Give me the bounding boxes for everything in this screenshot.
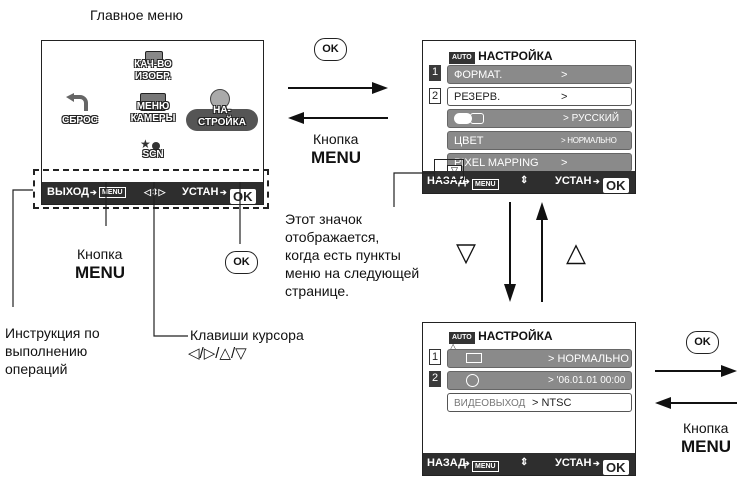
indicator-callout-box (434, 159, 464, 180)
page-tab-1[interactable]: 1 (429, 349, 441, 365)
setup-highlight (186, 109, 258, 131)
setup-row-format[interactable]: ФОРМАТ.> (447, 65, 632, 84)
arrow-icon: ➔ (220, 188, 227, 197)
page-tab-1[interactable]: 1 (429, 65, 441, 81)
scene-icon: ★ (140, 137, 151, 151)
right-arrow-icon (655, 365, 737, 377)
setup-bar-page1: НАЗАД ➔ MENU ⇕ УСТАН ➔ OK (423, 171, 635, 193)
menu-button-label: MENU (311, 148, 362, 167)
menu-button-label: MENU (681, 437, 732, 456)
setup-header: AUTO НАСТРОЙКА (449, 329, 553, 344)
arrow-icon: ➔ (90, 188, 97, 197)
setup-icon (210, 89, 230, 109)
setup-title: НАСТРОЙКА (478, 329, 553, 343)
back-label: НАЗАД (427, 457, 466, 469)
cursor-key-icon: ⇕ (520, 457, 529, 468)
setup-row-backup[interactable]: РЕЗЕРВ.> (447, 87, 632, 106)
setup-screen-page2: AUTO НАСТРОЙКА 1 2 △ > НОРМАЛЬНО > '06.0… (422, 322, 636, 476)
cursor-keys-caption: Клавиши курсора (190, 327, 304, 343)
menu-key-caption: Кнопка (77, 246, 123, 262)
setup-header: AUTO НАСТРОЙКА (449, 49, 553, 64)
setup-row-pixel-mapping[interactable]: PIXEL MAPPING> (447, 153, 632, 172)
setup-row-video-out[interactable]: ВИДЕОВЫХОД> NTSC (447, 393, 632, 412)
setup-row-screen[interactable]: > НОРМАЛЬНО (447, 349, 632, 368)
menu-item-setup[interactable]: НА- СТРОЙКА (198, 105, 246, 128)
language-list-icon (470, 113, 484, 124)
instruction-note: Инструкция по выполнению операций (5, 325, 100, 377)
set-label: УСТАН (555, 175, 592, 187)
main-menu-screen: КАЧ-ВО ИЗОБР. СБРОС МЕНЮ КАМЕРЫ НА- СТРО… (41, 40, 264, 205)
ok-button-icon: OK (686, 331, 719, 354)
setup-title: НАСТРОЙКА (478, 49, 553, 63)
arrow-icon: ➔ (593, 459, 600, 468)
auto-mode-icon: AUTO (449, 52, 475, 64)
arrow-icon: ➔ (463, 459, 470, 468)
left-arrow-icon (288, 112, 388, 124)
exit-label: ВЫХОД (47, 186, 90, 198)
auto-mode-icon: AUTO (449, 332, 475, 344)
clock-icon (466, 374, 479, 387)
menu-button-caption: Кнопка (313, 131, 359, 147)
setup-row-color[interactable]: ЦВЕТ> НОРМАЛЬНО (447, 131, 632, 150)
set-label: УСТАН (555, 457, 592, 469)
menu-item-camera-menu[interactable]: МЕНЮ КАМЕРЫ (130, 101, 176, 124)
setup-screen-page1: AUTO НАСТРОЙКА 1 2 ФОРМАТ.> РЕЗЕРВ.> > Р… (422, 40, 636, 194)
up-symbol: △ (566, 237, 586, 267)
set-label: УСТАН (182, 186, 219, 198)
main-menu-bar: ВЫХОД ➔ MENU ◁⇕▷ УСТАН ➔ OK (42, 182, 263, 204)
cursor-key-icon: ⇕ (520, 175, 529, 186)
prev-page-indicator: △ (450, 342, 457, 351)
menu-key-icon: MENU (99, 186, 126, 198)
camera-icon (140, 93, 166, 111)
scene-dot-icon (152, 142, 160, 150)
quality-icon (145, 51, 163, 65)
setup-row-language[interactable]: > РУССКИЙ (447, 109, 632, 128)
screen-icon (466, 353, 482, 363)
ok-button-icon: OK (225, 251, 258, 274)
cursor-keys-symbols: ◁/▷/△/▽ (188, 345, 247, 362)
menu-item-scene[interactable]: SCN (142, 149, 164, 160)
back-label: НАЗАД (427, 175, 466, 187)
right-arrow-icon (288, 82, 388, 94)
menu-item-reset[interactable]: СБРОС (62, 115, 98, 126)
up-arrow-icon (536, 202, 548, 302)
language-icon (454, 113, 472, 124)
menu-key-label: MENU (75, 263, 126, 282)
arrow-icon: ➔ (463, 177, 470, 186)
down-arrow-icon (504, 202, 516, 302)
dashed-bar-highlight (33, 169, 269, 209)
main-menu-title: Главное меню (90, 7, 184, 23)
left-arrow-icon (655, 397, 737, 409)
setup-bar-page2: НАЗАД ➔ MENU ⇕ УСТАН ➔ OK (423, 453, 635, 475)
icon-note: Этот значок отображается, когда есть пун… (285, 211, 420, 299)
page-tab-2[interactable]: 2 (429, 88, 441, 104)
cursor-key-icon: ◁⇕▷ (144, 187, 166, 197)
reset-icon (66, 93, 88, 111)
page-tab-2[interactable]: 2 (429, 371, 441, 387)
setup-row-datetime[interactable]: > '06.01.01 00:00 (447, 371, 632, 390)
down-symbol: ▽ (456, 237, 476, 267)
ok-button-icon: OK (314, 38, 347, 61)
menu-item-quality[interactable]: КАЧ-ВО ИЗОБР. (134, 59, 172, 82)
menu-button-caption: Кнопка (683, 420, 729, 436)
arrow-icon: ➔ (593, 177, 600, 186)
